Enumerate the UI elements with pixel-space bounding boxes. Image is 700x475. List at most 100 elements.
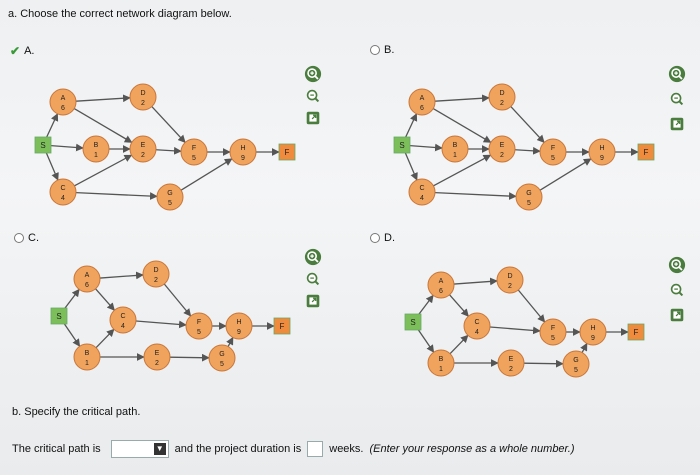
critical-path-dropdown[interactable]: ▼	[110, 440, 169, 458]
option-d-duration-H: 9	[591, 335, 595, 342]
option-c-duration-F: 5	[197, 329, 201, 336]
option-c-duration-E: 2	[155, 360, 159, 367]
option-c-label-H: H	[236, 319, 241, 326]
option-d-zoom-out-icon[interactable]	[667, 280, 687, 300]
option-b-label-G: G	[526, 190, 531, 197]
option-c-node-H	[225, 312, 253, 340]
option-c-arrow-A-D	[99, 271, 144, 280]
option-b-label-E: E	[500, 142, 505, 149]
option-c-arrow-D-F	[163, 283, 192, 317]
option-c-node-C	[109, 306, 137, 334]
option-a-duration-B: 1	[94, 152, 98, 159]
option-d-duration-F: 5	[551, 335, 555, 342]
option-b-duration-G: 5	[527, 200, 531, 207]
option-a-node-finish	[278, 143, 296, 161]
option-b-node-D	[488, 83, 516, 111]
option-a-popout-icon[interactable]	[303, 108, 323, 128]
option-d-letter: D.	[384, 232, 395, 244]
option-b-node-finish	[637, 143, 655, 161]
option-b-letter: B.	[384, 44, 395, 56]
option-b-popout-icon[interactable]	[667, 114, 687, 134]
option-c-duration-H: 9	[237, 329, 241, 336]
option-a-node-G	[156, 183, 184, 211]
option-d-label-finish: F	[634, 328, 639, 337]
option-d[interactable]: D.	[370, 232, 395, 244]
option-b-zoom-out-icon[interactable]	[667, 89, 687, 109]
option-c-label-finish: F	[280, 322, 285, 331]
option-a-label-finish: F	[285, 148, 290, 157]
option-a-zoom-in-icon[interactable]	[303, 64, 323, 84]
question-b-text: b. Specify the critical path.	[12, 406, 141, 418]
option-b-duration-H: 9	[600, 155, 604, 162]
option-c-node-F	[185, 312, 213, 340]
option-c-arrow-B-C	[95, 328, 115, 349]
option-c-label-F: F	[197, 319, 201, 326]
option-d-node-finish	[627, 323, 645, 341]
option-d-label-A: A	[439, 278, 444, 285]
option-b-node-E	[488, 135, 516, 163]
option-d-node-G	[562, 350, 590, 378]
option-d-node-E	[497, 349, 525, 377]
option-b-radio[interactable]	[370, 45, 380, 55]
option-b-arrow-A-D	[434, 94, 490, 103]
option-d-duration-B: 1	[439, 366, 443, 373]
option-b-node-A	[408, 88, 436, 116]
option-d-label-D: D	[507, 273, 512, 280]
option-c-label-G: G	[219, 351, 224, 358]
option-a-label-H: H	[240, 145, 245, 152]
option-c-node-start	[50, 307, 68, 325]
option-a[interactable]: ✔ A.	[10, 44, 34, 58]
option-b[interactable]: B.	[370, 44, 394, 56]
option-c-popout-icon[interactable]	[303, 291, 323, 311]
option-c-zoom-in-icon[interactable]	[303, 247, 323, 267]
option-c-label-C: C	[120, 313, 125, 320]
option-d-zoom-in-icon[interactable]	[667, 255, 687, 275]
option-a-duration-A: 6	[61, 105, 65, 112]
option-c[interactable]: C.	[14, 232, 39, 244]
option-d-arrow-D-F	[517, 289, 546, 323]
option-a-duration-F: 5	[192, 155, 196, 162]
option-b-node-H	[588, 138, 616, 166]
option-b-zoom-in-icon[interactable]	[667, 64, 687, 84]
option-b-arrow-S-A	[404, 113, 418, 139]
duration-input[interactable]	[307, 441, 324, 457]
option-b-arrow-A-E	[432, 108, 492, 143]
option-c-node-A	[73, 265, 101, 293]
option-d-radio[interactable]	[370, 233, 380, 243]
option-d-duration-D: 2	[508, 283, 512, 290]
option-a-letter: A.	[24, 45, 35, 57]
option-b-arrow-E-F	[514, 146, 541, 155]
option-a-duration-G: 5	[168, 200, 172, 207]
option-c-radio[interactable]	[14, 233, 24, 243]
duration-label: and the project duration is	[174, 443, 302, 455]
option-c-zoom-out-icon[interactable]	[303, 269, 323, 289]
option-d-popout-icon[interactable]	[667, 305, 687, 325]
option-d-node-A	[427, 271, 455, 299]
option-b-duration-C: 4	[420, 195, 424, 202]
option-d-node-C	[463, 312, 491, 340]
option-c-label-B: B	[85, 350, 90, 357]
option-a-zoom-out-icon[interactable]	[303, 86, 323, 106]
option-b-arrow-D-F	[510, 106, 545, 144]
option-a-label-D: D	[140, 90, 145, 97]
option-c-label-start: S	[56, 312, 61, 321]
option-d-label-F: F	[551, 325, 555, 332]
option-c-arrow-A-C	[95, 288, 115, 311]
option-d-arrow-S-B	[416, 328, 435, 353]
option-a-label-start: S	[40, 141, 45, 150]
option-a-node-H	[229, 138, 257, 166]
option-b-label-B: B	[453, 142, 458, 149]
option-d-label-G: G	[573, 357, 578, 364]
option-a-label-B: B	[94, 142, 99, 149]
option-a-label-E: E	[141, 142, 146, 149]
option-d-label-E: E	[509, 356, 514, 363]
option-c-label-E: E	[155, 350, 160, 357]
option-b-arrow-C-E	[433, 154, 492, 187]
option-c-arrow-S-A	[63, 288, 80, 311]
option-d-arrow-S-A	[417, 294, 434, 317]
option-b-label-D: D	[499, 90, 504, 97]
option-d-node-D	[496, 266, 524, 294]
